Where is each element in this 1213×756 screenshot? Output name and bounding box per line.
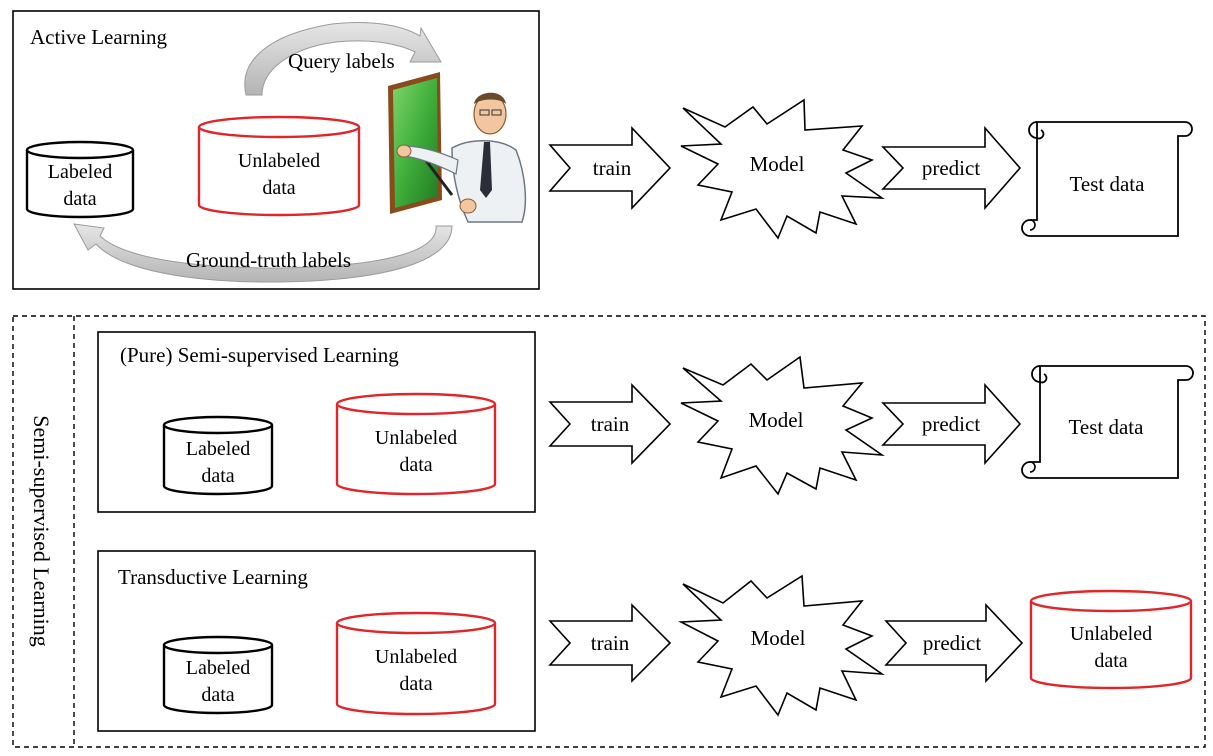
predict-arrow-label: predict xyxy=(922,156,980,180)
pure-semi-supervised-panel: (Pure) Semi-supervised Learning Labeled … xyxy=(97,331,536,513)
labeled-data-label-line2: data xyxy=(201,465,234,487)
pure-semi-supervised-title: (Pure) Semi-supervised Learning xyxy=(120,343,399,367)
labeled-data-cylinder: Labeled data xyxy=(162,635,274,715)
model-label: Model xyxy=(751,626,806,650)
labeled-data-label-line2: data xyxy=(63,188,96,210)
model-label: Model xyxy=(749,408,804,432)
active-learning-title: Active Learning xyxy=(30,25,168,49)
labeled-data-label-line1: Labeled xyxy=(186,438,250,460)
model-starburst: Model xyxy=(677,574,885,717)
semi-supervised-panel: Semi-supervised Learning xyxy=(12,315,1206,748)
unlabeled-data-label-line2: data xyxy=(399,673,432,695)
transductive-learning-panel: Transductive Learning Labeled data Unlab… xyxy=(97,550,536,732)
flow-row-pure-semi: train Model predict Test data xyxy=(548,355,1194,496)
test-data-scroll: Test data xyxy=(1021,365,1194,479)
predict-arrow-label: predict xyxy=(922,412,980,436)
unlabeled-data-cylinder: Unlabeled data xyxy=(197,115,361,217)
query-labels-text: Query labels xyxy=(288,49,395,73)
unlabeled-data-label-line1: Unlabeled xyxy=(1070,623,1152,645)
predict-arrow: predict xyxy=(881,382,1022,466)
model-label: Model xyxy=(750,152,805,176)
query-labels-arrow xyxy=(244,22,442,96)
flow-row-active: train Model predict Test data xyxy=(548,98,1193,240)
labeled-data-cylinder: Labeled data xyxy=(162,415,274,496)
train-arrow: train xyxy=(548,383,672,465)
teacher-pointing-at-board-icon xyxy=(388,72,527,223)
unlabeled-data-label-line1: Unlabeled xyxy=(375,427,457,449)
unlabeled-data-label-line2: data xyxy=(1094,650,1127,672)
labeled-data-label-line1: Labeled xyxy=(186,657,250,679)
test-data-label: Test data xyxy=(1069,415,1145,439)
semi-supervised-vertical-title: Semi-supervised Learning xyxy=(29,415,54,647)
active-learning-panel: Active Learning Query labels Ground-trut… xyxy=(12,10,540,290)
train-arrow-label: train xyxy=(591,631,630,655)
train-arrow: train xyxy=(548,125,672,211)
transductive-learning-title: Transductive Learning xyxy=(118,565,308,589)
labeled-data-cylinder: Labeled data xyxy=(25,140,135,219)
labeled-data-label-line2: data xyxy=(201,684,234,706)
test-data-label: Test data xyxy=(1070,172,1146,196)
unlabeled-data-cylinder: Unlabeled data xyxy=(335,392,497,496)
train-arrow-label: train xyxy=(593,156,632,180)
labeled-data-label-line1: Labeled xyxy=(48,161,112,183)
train-arrow-label: train xyxy=(591,412,630,436)
predict-arrow-label: predict xyxy=(923,631,981,655)
flow-row-transductive: train Model predict Unlabeled data xyxy=(548,574,1193,717)
unlabeled-data-label-line2: data xyxy=(262,177,295,199)
model-starburst: Model xyxy=(680,98,885,240)
unlabeled-data-label-line1: Unlabeled xyxy=(238,150,320,172)
ground-truth-arrow xyxy=(73,223,453,283)
unlabeled-data-cylinder: Unlabeled data xyxy=(1029,589,1193,690)
ground-truth-labels-text: Ground-truth labels xyxy=(186,248,351,272)
train-arrow: train xyxy=(548,603,672,683)
model-starburst: Model xyxy=(680,355,885,496)
unlabeled-data-cylinder: Unlabeled data xyxy=(335,611,497,716)
unlabeled-data-label-line1: Unlabeled xyxy=(375,646,457,668)
test-data-scroll: Test data xyxy=(1021,121,1193,237)
unlabeled-data-label-line2: data xyxy=(399,454,432,476)
predict-arrow: predict xyxy=(881,125,1022,211)
predict-arrow: predict xyxy=(884,602,1024,684)
